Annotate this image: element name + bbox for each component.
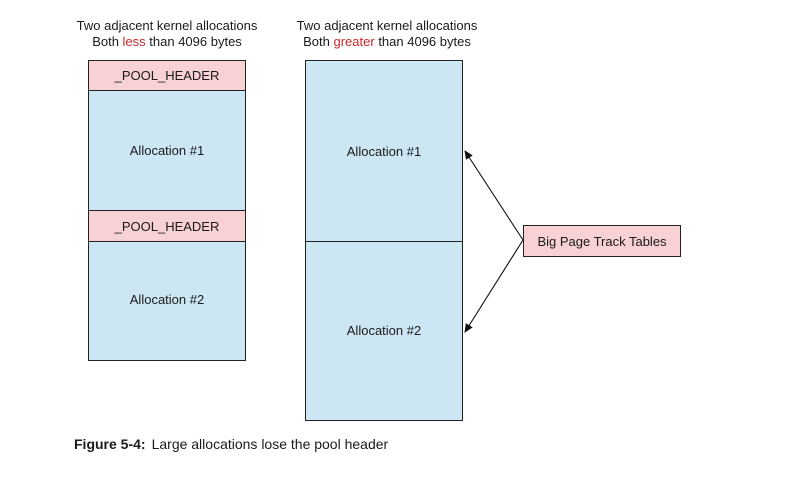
figure-label: Figure 5-4:	[74, 436, 146, 452]
left-pool-header-1: _POOL_HEADER	[88, 60, 246, 91]
big-page-track-tables-box: Big Page Track Tables	[523, 225, 681, 257]
right-caption-prefix: Both	[303, 34, 334, 49]
figure-text: Large allocations lose the pool header	[151, 436, 389, 452]
right-caption-highlight: greater	[333, 34, 375, 49]
left-caption-line1: Two adjacent kernel allocations	[76, 18, 258, 33]
left-allocation-2: Allocation #2	[88, 241, 246, 361]
left-pool-header-2: _POOL_HEADER	[88, 210, 246, 242]
right-allocation-2: Allocation #2	[305, 241, 463, 421]
right-caption-line2: Both greater than 4096 bytes	[283, 34, 491, 50]
right-caption-suffix: than 4096 bytes	[374, 34, 471, 49]
left-caption-line2: Both less than 4096 bytes	[60, 34, 274, 50]
right-caption: Two adjacent kernel allocations Both gre…	[283, 18, 491, 50]
arrow-to-allocation-1	[464, 150, 524, 241]
right-allocation-1: Allocation #1	[305, 60, 463, 242]
figure-caption: Figure 5-4: Large allocations lose the po…	[74, 436, 388, 452]
left-caption: Two adjacent kernel allocations Both les…	[60, 18, 274, 50]
right-caption-line1: Two adjacent kernel allocations	[296, 18, 478, 33]
left-caption-highlight: less	[122, 34, 146, 49]
arrow-to-allocation-2	[464, 239, 524, 333]
left-caption-suffix: than 4096 bytes	[145, 34, 242, 49]
left-allocation-1: Allocation #1	[88, 90, 246, 211]
left-caption-prefix: Both	[92, 34, 123, 49]
